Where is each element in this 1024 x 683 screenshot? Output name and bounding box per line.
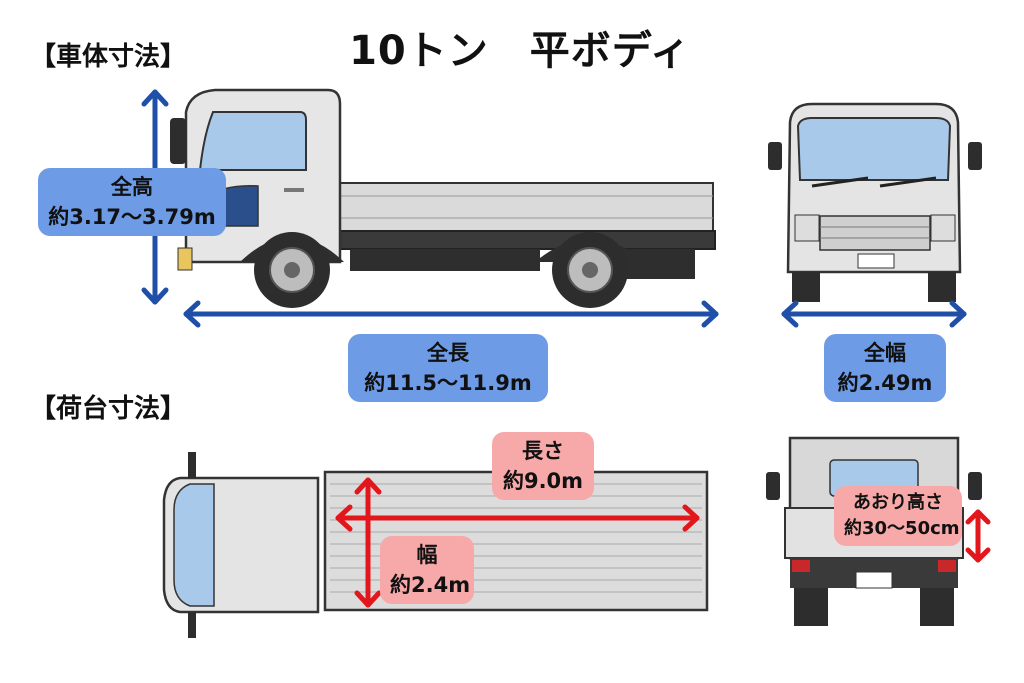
section-body-dimensions: 【車体寸法】 [30,42,187,72]
length-arrow [183,300,719,328]
height-label-value: 約3.17〜3.79m [48,205,216,229]
height-label: 全高 約3.17〜3.79m [38,168,226,236]
bed-width-arrow [354,477,382,608]
bed-length-label-value: 約9.0m [502,469,584,493]
bed-length-label: 長さ 約9.0m [492,432,594,500]
width-arrow [781,300,967,328]
gate-height-label-name: あおり高さ [853,492,943,513]
bed-length-label-name: 長さ [522,439,564,463]
bed-width-label-name: 幅 [416,543,438,567]
length-label-name: 全長 [427,341,469,365]
bed-width-label: 幅 約2.4m [380,536,474,604]
bed-length-arrow [335,504,700,532]
width-label-name: 全幅 [864,341,906,365]
truck-front-icon [768,102,982,302]
section-bed-dimensions: 【荷台寸法】 [30,394,187,424]
length-label-value: 約11.5〜11.9m [364,371,532,395]
length-label: 全長 約11.5〜11.9m [348,334,548,402]
width-label: 全幅 約2.49m [824,334,946,402]
truck-side-icon [170,88,716,308]
gate-height-label-value: 約30〜50cm [844,518,960,539]
gate-height-label: あおり高さ 約30〜50cm [834,486,962,546]
bed-width-label-value: 約2.4m [390,573,471,597]
width-label-value: 約2.49m [837,371,933,395]
gate-height-arrow [965,509,991,563]
page-title: 10トン 平ボディ [349,28,691,74]
height-label-name: 全高 [111,175,153,199]
